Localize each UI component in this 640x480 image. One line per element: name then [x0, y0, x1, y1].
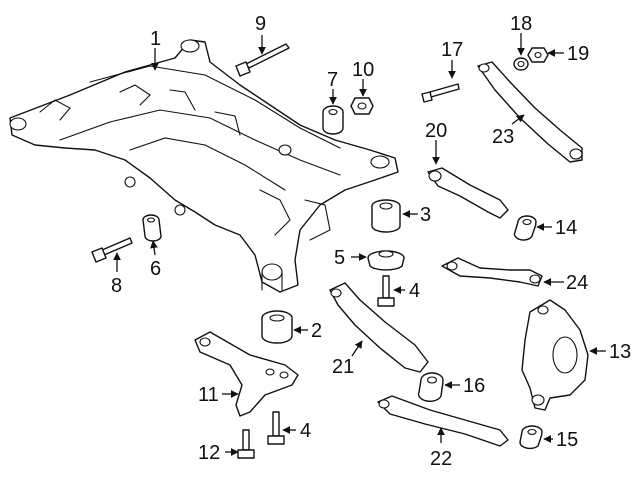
callout-4-lower: 4: [300, 420, 311, 442]
callout-1: 1: [150, 28, 161, 50]
callout-20: 20: [425, 120, 447, 142]
part-7-bushing[interactable]: [322, 105, 344, 135]
callout-12: 12: [198, 442, 220, 464]
callout-11: 11: [198, 384, 219, 406]
callout-2: 2: [311, 320, 322, 342]
callout-15: 15: [556, 429, 578, 451]
part-1-subframe[interactable]: [9, 39, 399, 293]
leader-lines: [113, 33, 606, 456]
callout-3: 3: [420, 204, 431, 226]
callout-4-upper: 4: [409, 280, 420, 302]
part-18-washer[interactable]: [513, 57, 529, 71]
callout-23: 23: [492, 126, 514, 148]
part-20-control-arm[interactable]: [427, 167, 509, 219]
part-16-bushing[interactable]: [417, 372, 444, 402]
callout-6: 6: [150, 258, 161, 280]
part-17-bolt[interactable]: [421, 83, 460, 103]
part-12-bolt[interactable]: [237, 429, 255, 459]
part-14-bushing[interactable]: [513, 215, 537, 241]
callout-9: 9: [255, 13, 266, 35]
part-10-nut[interactable]: [350, 97, 374, 115]
part-11-bracket[interactable]: [194, 331, 299, 417]
part-19-nut[interactable]: [527, 47, 549, 63]
callout-22: 22: [430, 448, 452, 470]
callout-7: 7: [327, 69, 338, 91]
callout-8: 8: [111, 275, 122, 297]
part-4-bolt-upper[interactable]: [377, 275, 395, 307]
callout-5: 5: [334, 247, 345, 269]
part-4-bolt-lower[interactable]: [267, 411, 285, 445]
part-21-trailing-arm[interactable]: [329, 282, 429, 373]
callout-24: 24: [566, 272, 588, 294]
callout-21: 21: [332, 356, 354, 378]
part-5-washer-mount[interactable]: [367, 250, 405, 271]
part-8-bolt[interactable]: [91, 237, 133, 263]
callout-17: 17: [441, 39, 463, 61]
part-24-tie-rod[interactable]: [441, 257, 543, 287]
part-9-bolt[interactable]: [235, 43, 290, 77]
callout-labels: 1 2 3 4 4 5 6 7 8 9 10 11 12 13 14 15 16…: [111, 13, 631, 470]
callout-13: 13: [609, 341, 631, 363]
part-15-bushing[interactable]: [519, 425, 543, 450]
callout-14: 14: [555, 217, 577, 239]
part-2-bushing[interactable]: [261, 310, 293, 344]
part-3-mount-bushing[interactable]: [371, 199, 401, 233]
callout-10: 10: [352, 59, 374, 81]
part-6-bushing[interactable]: [142, 214, 162, 242]
part-23-upper-arm[interactable]: [477, 61, 583, 163]
part-22-lower-arm[interactable]: [377, 395, 509, 447]
callout-16: 16: [463, 375, 485, 397]
part-13-wheel-knuckle[interactable]: [521, 299, 589, 411]
callout-19: 19: [567, 43, 589, 65]
callout-18: 18: [510, 13, 532, 35]
